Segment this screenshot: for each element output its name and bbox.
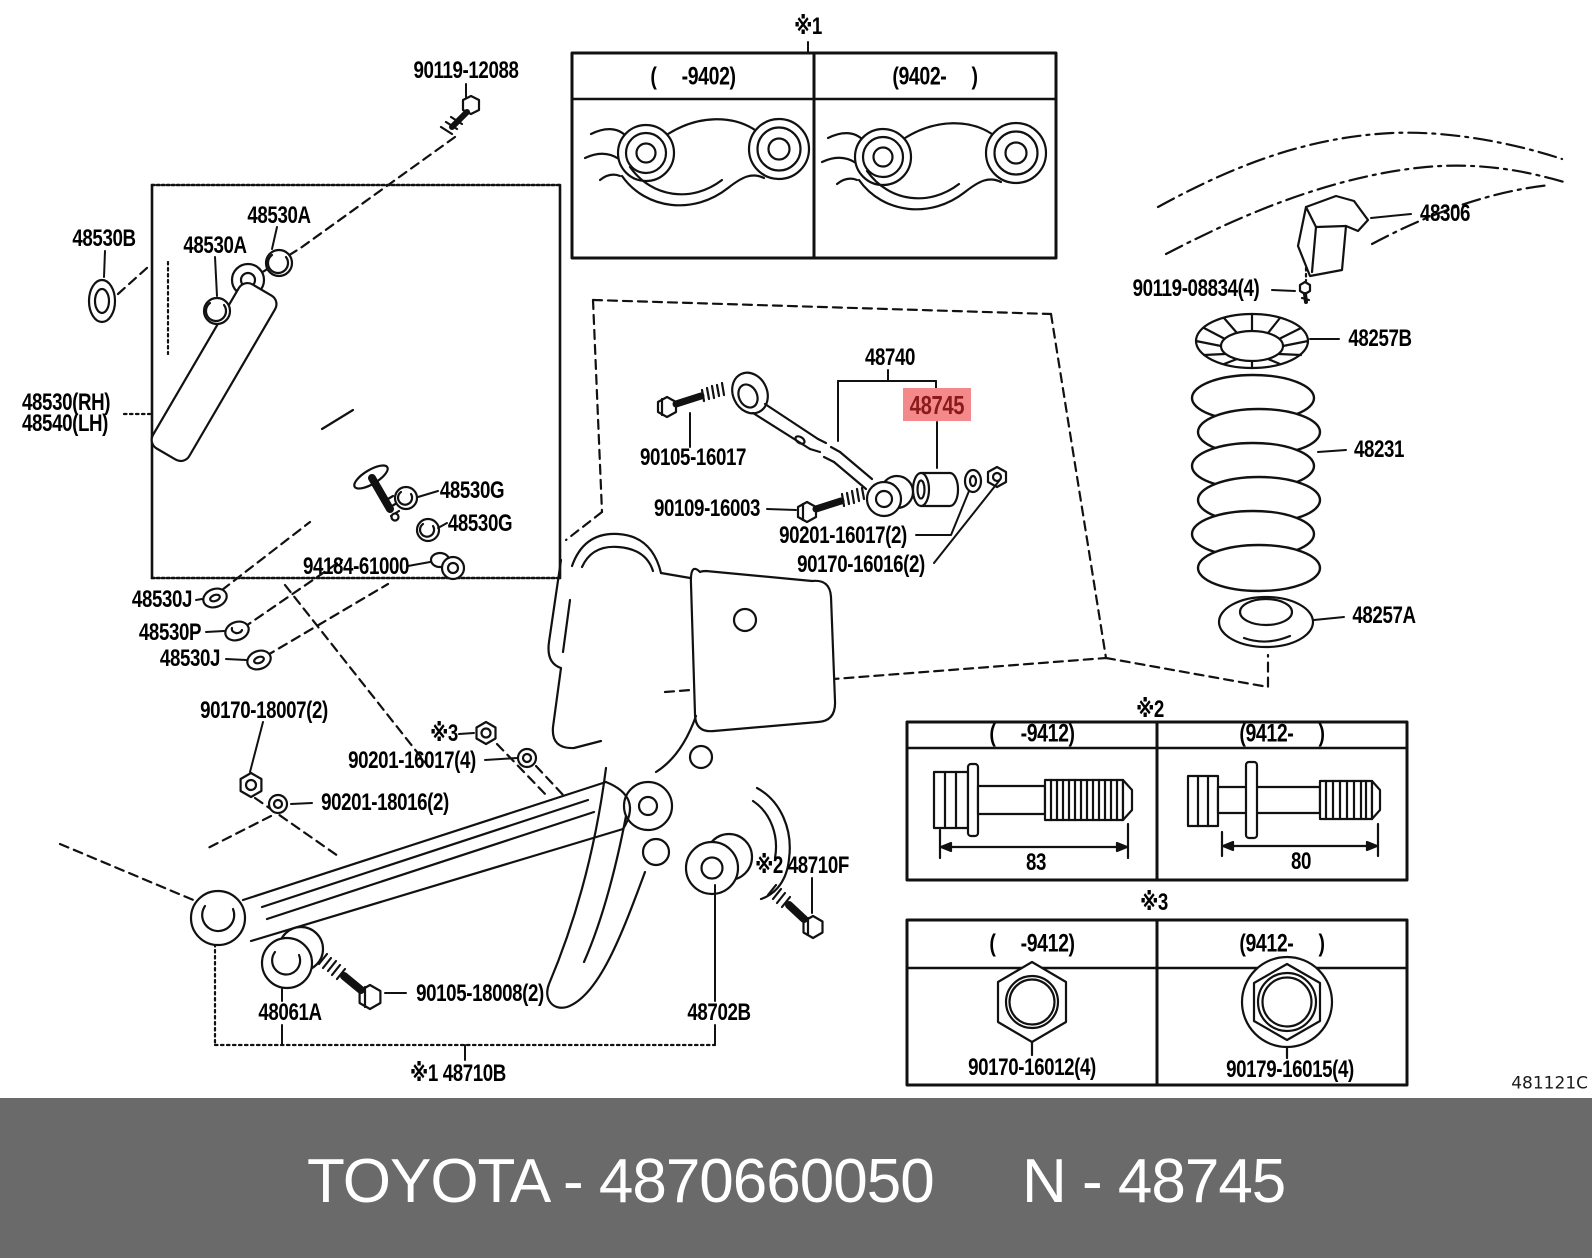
part-number-banner: TOYOTA - 4870660050 N - 48745 xyxy=(0,1098,1592,1258)
part-label-48061a[interactable]: 48061A xyxy=(258,999,322,1026)
part-label-90179-16015[interactable]: 90179-16015(4) xyxy=(1226,1056,1354,1083)
part-label-48530a-left[interactable]: 48530A xyxy=(183,232,247,259)
banner-n-number: N - 48745 xyxy=(1022,1147,1286,1216)
part-label-48740[interactable]: 48740 xyxy=(864,344,916,371)
dashed-leaders xyxy=(58,135,566,909)
table3-nut-right xyxy=(1240,955,1334,1060)
part-label-48540lh[interactable]: 48540(LH) xyxy=(22,410,108,437)
insulator-48257a-drawing xyxy=(1217,595,1315,649)
part-label-90105-18008[interactable]: 90105-18008(2) xyxy=(416,980,544,1007)
trailing-arm xyxy=(189,780,632,990)
part-label-48530a-right[interactable]: 48530A xyxy=(247,202,311,229)
table2-bolt-left xyxy=(932,762,1134,860)
part-label-90105-16017[interactable]: 90105-16017 xyxy=(639,444,747,471)
dashed-region-boundary xyxy=(564,298,1270,694)
table1-ref: ※1 xyxy=(794,13,822,40)
coil-spring-48231-drawing xyxy=(1190,373,1322,593)
washer-nut-upper-arm xyxy=(963,465,1008,494)
insulator-48257b-drawing xyxy=(1194,312,1310,370)
highlighted-part-48745[interactable]: 48745 xyxy=(903,388,971,421)
table2-ref: ※2 xyxy=(1136,696,1164,723)
part-label-48710f[interactable]: ※2 48710F xyxy=(755,852,849,879)
bolt-90105-18008-drawing xyxy=(317,952,382,1011)
small-hardware-left xyxy=(202,587,538,815)
highlighted-part-label: 48745 xyxy=(909,389,965,420)
part-label-48530b[interactable]: 48530B xyxy=(72,225,136,252)
table1-header-left: ( -9402) xyxy=(650,62,736,91)
bolt-90109-16003-drawing xyxy=(796,486,866,524)
part-label-90170-18007[interactable]: 90170-18007(2) xyxy=(200,697,328,724)
bolt-90119-08834-drawing xyxy=(1298,280,1312,304)
bolt-90119-12088-drawing xyxy=(439,94,481,136)
part-label-48257b[interactable]: 48257B xyxy=(1348,325,1412,352)
table2-dim-left: 83 xyxy=(1025,849,1047,876)
bracket-48306-drawing xyxy=(1296,194,1370,278)
leader-lines xyxy=(103,41,1412,1061)
table1-arm-drawing-left xyxy=(583,117,811,207)
table2-header-left: ( -9412) xyxy=(989,719,1075,748)
part-label-48702b[interactable]: 48702B xyxy=(687,999,751,1026)
part-label-90109-16003[interactable]: 90109-16003 xyxy=(653,495,761,522)
bolt-90105-16017-drawing xyxy=(656,381,726,419)
table3-header-right: (9412- ) xyxy=(1239,929,1325,958)
table2-bolt-right xyxy=(1186,760,1382,858)
bolt-48710f-drawing xyxy=(766,883,824,940)
part-label-90201-16017-4[interactable]: 90201-16017(4) xyxy=(348,747,476,774)
part-label-48530g-1[interactable]: 48530G xyxy=(439,477,505,504)
table1-header-right: (9402- ) xyxy=(892,62,978,91)
part-label-94184-61000[interactable]: 94184-61000 xyxy=(302,553,410,580)
part-label-90170-16012[interactable]: 90170-16012(4) xyxy=(968,1054,1096,1081)
part-label-48257a[interactable]: 48257A xyxy=(1352,602,1416,629)
table2-header-right: (9412- ) xyxy=(1239,719,1325,748)
shock-assembly-box xyxy=(150,183,562,580)
figure-code: 481121C xyxy=(1511,1073,1588,1094)
table2-dim-right: 80 xyxy=(1290,848,1312,875)
part-label-48530p[interactable]: 48530P xyxy=(138,619,202,646)
shock-absorber-drawing xyxy=(87,248,466,581)
axle-housing xyxy=(546,532,837,1009)
part-label-90170-16016[interactable]: 90170-16016(2) xyxy=(797,551,925,578)
bushing-48745-drawing xyxy=(911,471,960,508)
part-label-90201-18016[interactable]: 90201-18016(2) xyxy=(321,789,449,816)
part-label-90201-16017-2[interactable]: 90201-16017(2) xyxy=(779,522,907,549)
part-label-48231[interactable]: 48231 xyxy=(1353,436,1405,463)
table3-header-left: ( -9412) xyxy=(989,929,1075,958)
part-label-48530rh[interactable]: 48530(RH) xyxy=(22,389,111,416)
part-label-48530j-2[interactable]: 48530J xyxy=(159,645,221,672)
part-label-48710b[interactable]: ※1 48710B xyxy=(410,1060,506,1087)
part-label-48530g-2[interactable]: 48530G xyxy=(447,510,513,537)
bushing-48702b-drawing xyxy=(684,832,754,896)
part-label-90119-08834[interactable]: 90119-08834(4) xyxy=(1132,275,1260,302)
table3-ref: ※3 xyxy=(1140,889,1168,916)
part-label-90119-12088[interactable]: 90119-12088 xyxy=(413,57,519,84)
banner-brand-part-number: TOYOTA - 4870660050 xyxy=(307,1147,935,1216)
part-label-48530j-1[interactable]: 48530J xyxy=(131,586,193,613)
table3-nut-left xyxy=(996,960,1068,1057)
ref-label-3-inline: ※3 xyxy=(430,720,458,747)
upper-arm-48740-drawing xyxy=(731,371,915,518)
frame-rail-lines xyxy=(1156,131,1566,256)
part-label-48306[interactable]: 48306 xyxy=(1419,200,1471,227)
